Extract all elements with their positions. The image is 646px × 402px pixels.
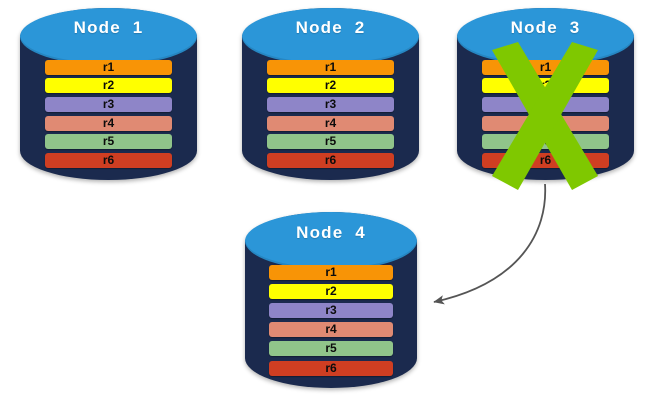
data-row-r2[interactable]: r2 xyxy=(266,78,395,94)
node-row-list: r1 r2 r3 r4 r5 r6 xyxy=(44,59,173,168)
data-row-r5[interactable]: r5 xyxy=(269,341,393,357)
data-row-r1[interactable]: r1 xyxy=(266,59,395,75)
node-cylinder-top xyxy=(242,8,419,65)
data-row-r4[interactable]: r4 xyxy=(266,115,395,131)
node-4[interactable]: Node 4 r1 r2 r3 r4 r5 r6 xyxy=(245,212,417,388)
node-title: Node 3 xyxy=(510,18,581,38)
node-1[interactable]: Node 1 r1 r2 r3 r4 r5 r6 xyxy=(20,8,197,180)
node-row-list: r1 r2 r3 r4 r5 r6 xyxy=(266,59,395,168)
data-row-r4[interactable]: r4 xyxy=(44,115,173,131)
node-title: Node 2 xyxy=(295,18,366,38)
node-2[interactable]: Node 2 r1 r2 r3 r4 r5 r6 xyxy=(242,8,419,180)
arrow-path xyxy=(433,183,547,305)
data-row-r1[interactable]: r1 xyxy=(481,59,610,75)
data-row-r2[interactable]: r2 xyxy=(44,78,173,94)
node-cylinder-top xyxy=(20,8,197,65)
data-row-r1[interactable]: r1 xyxy=(269,264,393,280)
node-title: Node 1 xyxy=(73,18,144,38)
node-3[interactable]: Node 3 r1 r2 r3 r4 r5 r6 xyxy=(457,8,634,180)
node-row-list: r1 r2 r3 r4 r5 r6 xyxy=(269,264,393,376)
data-row-r6[interactable]: r6 xyxy=(266,152,395,168)
data-row-r2[interactable]: r2 xyxy=(481,78,610,94)
node-cylinder-top xyxy=(245,212,417,271)
data-row-r5[interactable]: r5 xyxy=(481,134,610,150)
node-title: Node 4 xyxy=(296,222,366,242)
data-row-r5[interactable]: r5 xyxy=(266,134,395,150)
data-row-r6[interactable]: r6 xyxy=(44,152,173,168)
data-row-r2[interactable]: r2 xyxy=(269,283,393,299)
data-row-r1[interactable]: r1 xyxy=(44,59,173,75)
data-row-r5[interactable]: r5 xyxy=(44,134,173,150)
data-row-r3[interactable]: r3 xyxy=(44,96,173,112)
data-row-r3[interactable]: r3 xyxy=(266,96,395,112)
data-row-r3[interactable]: r3 xyxy=(269,303,393,319)
data-row-r6[interactable]: r6 xyxy=(269,360,393,376)
data-row-r4[interactable]: r4 xyxy=(481,115,610,131)
node-row-list: r1 r2 r3 r4 r5 r6 xyxy=(481,59,610,168)
data-row-r3[interactable]: r3 xyxy=(481,96,610,112)
data-row-r6[interactable]: r6 xyxy=(481,152,610,168)
data-row-r4[interactable]: r4 xyxy=(269,322,393,338)
